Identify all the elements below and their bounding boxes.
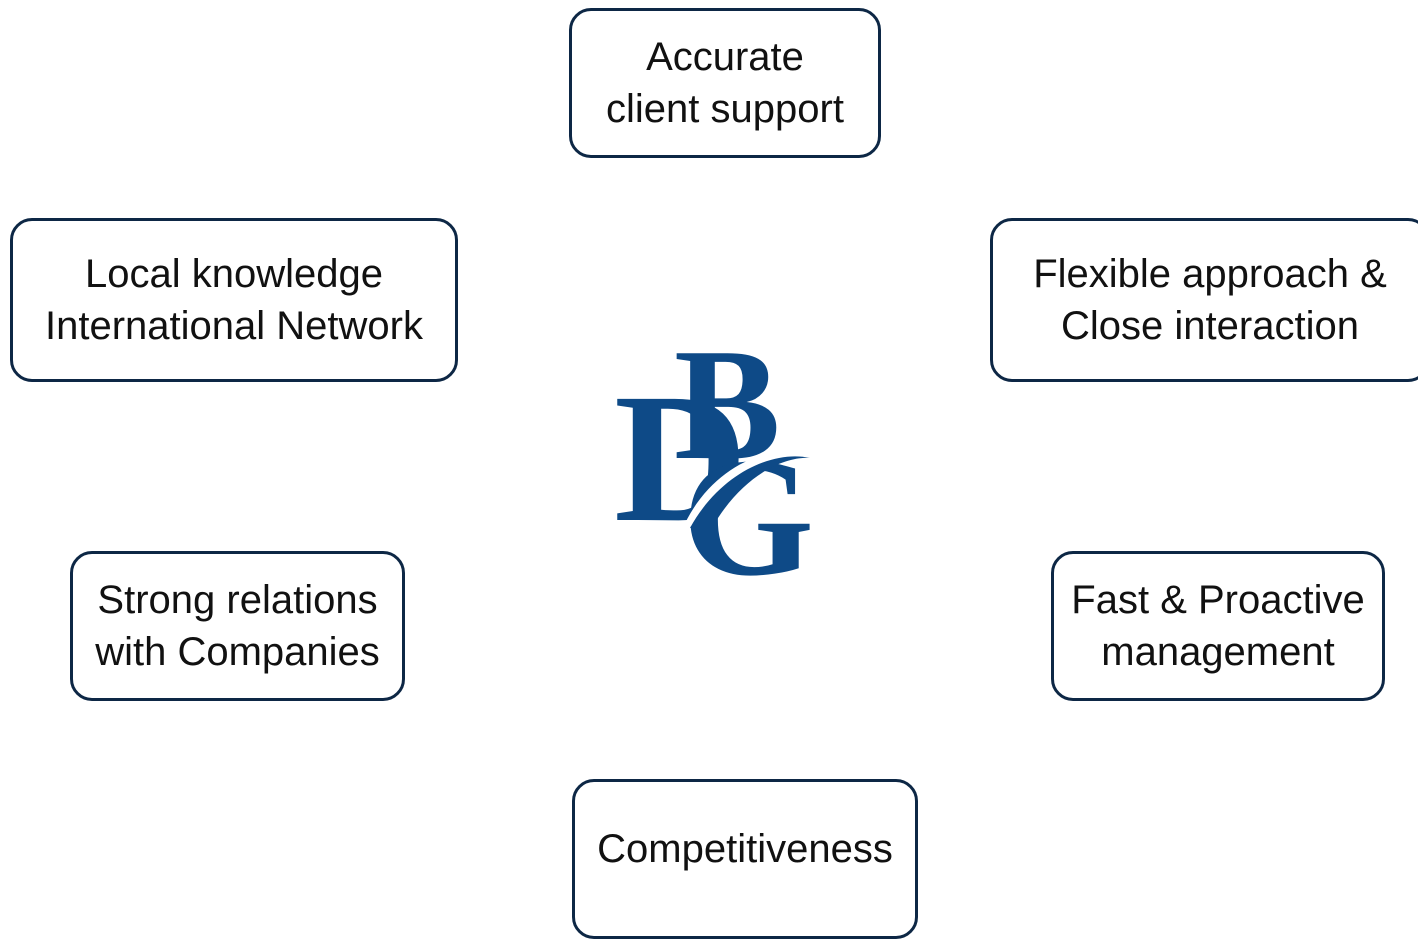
- box-label-line: Competitiveness: [597, 827, 893, 871]
- box-label-line: client support: [606, 87, 844, 131]
- box-accurate-client-support: Accurate client support: [569, 8, 881, 158]
- logo-swash-icon: [690, 456, 810, 528]
- box-local-knowledge: Local knowledge International Network: [10, 218, 458, 382]
- box-competitiveness: Competitiveness: [572, 779, 918, 939]
- box-label-line: Accurate: [646, 35, 804, 79]
- box-label-line: with Companies: [95, 630, 380, 674]
- box-label-line: Flexible approach &: [1033, 252, 1387, 296]
- box-flexible-approach: Flexible approach & Close interaction: [990, 218, 1418, 382]
- box-label-line: International Network: [45, 304, 423, 348]
- box-label-line: management: [1101, 630, 1335, 674]
- box-label-line: Strong relations: [97, 578, 378, 622]
- box-strong-relations: Strong relations with Companies: [70, 551, 405, 701]
- bdg-logo: D B G: [614, 330, 817, 590]
- box-label-line: Close interaction: [1061, 304, 1359, 348]
- box-label-line: Local knowledge: [85, 252, 383, 296]
- logo-letter-d: D: [614, 356, 748, 561]
- box-label-line: Fast & Proactive: [1071, 578, 1365, 622]
- box-fast-proactive: Fast & Proactive management: [1051, 551, 1385, 701]
